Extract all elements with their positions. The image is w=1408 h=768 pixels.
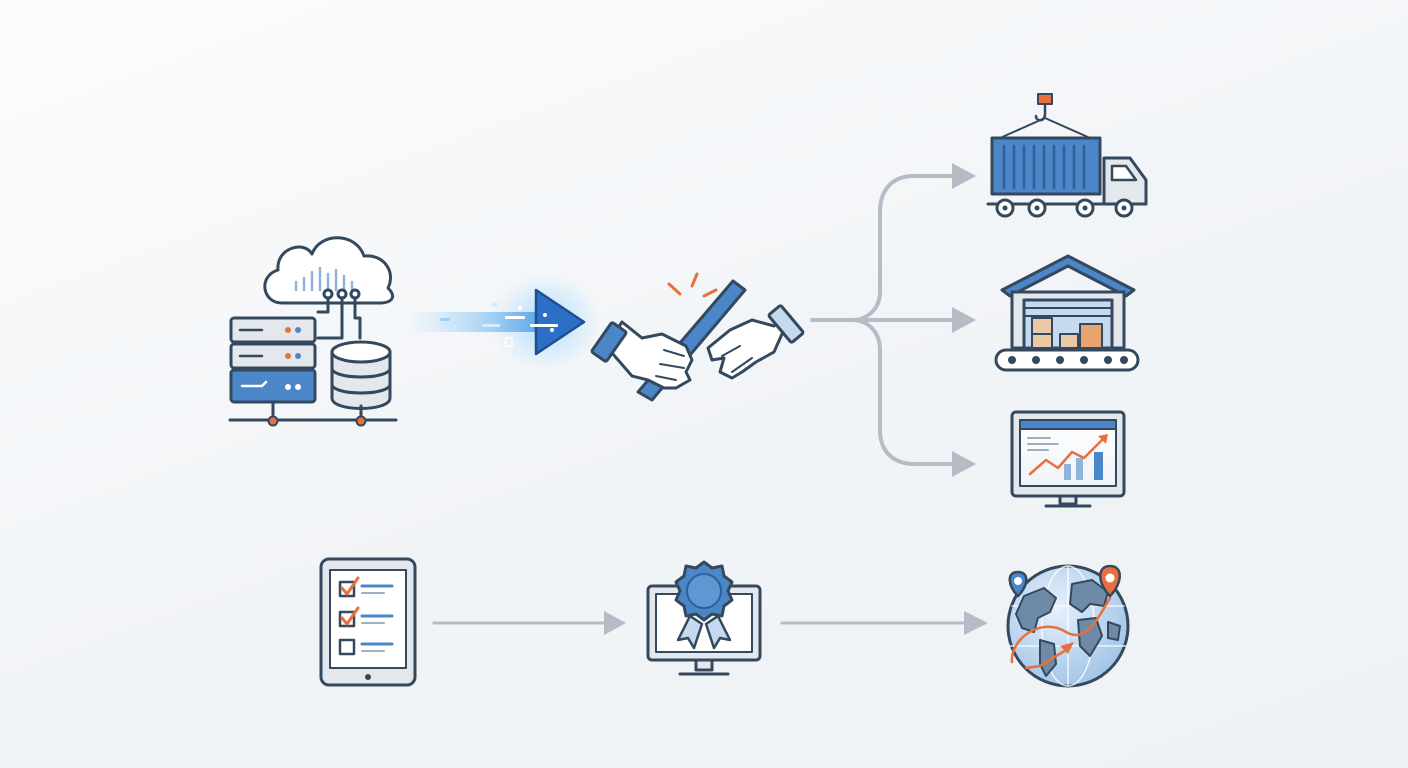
checklist-item-unchecked: [338, 638, 394, 656]
analytics-monitor-icon: [1010, 410, 1126, 508]
motion-sparks: [667, 272, 718, 298]
bar-marks: [1064, 452, 1103, 480]
checklist-item-checked: [338, 576, 394, 598]
cargo-box: [1059, 333, 1079, 349]
shipping-container: [990, 136, 1102, 196]
checklist-tablet-icon: [319, 557, 417, 687]
cloud-signal-bars: [294, 266, 354, 292]
arrowhead-to-truck: [952, 163, 976, 189]
arrowhead-to-monitor: [952, 451, 976, 477]
warehouse-roof: [1000, 254, 1136, 298]
database-icon: [330, 340, 392, 410]
data-particles: [440, 302, 558, 347]
arrowhead-to-certified: [604, 611, 626, 635]
arrowhead-to-warehouse: [952, 307, 976, 333]
cargo-box: [1079, 323, 1103, 349]
warehouse-conveyor-icon: [994, 254, 1140, 372]
award-monitor-icon: [646, 560, 762, 676]
conveyor-belt: [994, 348, 1140, 372]
trend-line: [1028, 436, 1106, 476]
globe-route-icon: [1006, 564, 1130, 688]
digital-arrow-icon: [408, 274, 600, 370]
baton-handoff-icon: [590, 272, 805, 402]
route-path: [1010, 596, 1112, 664]
bottom-connectors: [432, 611, 988, 635]
server-rack-icon: [229, 316, 317, 404]
cargo-box: [1031, 333, 1053, 349]
connector-lines: [432, 163, 988, 635]
arrowhead-to-globe: [964, 611, 988, 635]
checklist-item-checked: [338, 606, 394, 628]
container-truck-icon: [986, 93, 1148, 218]
continents: [1015, 579, 1121, 677]
cargo-box: [1031, 317, 1053, 335]
cloud-server-database-icon: [228, 236, 398, 427]
branch-connector: [810, 163, 976, 477]
